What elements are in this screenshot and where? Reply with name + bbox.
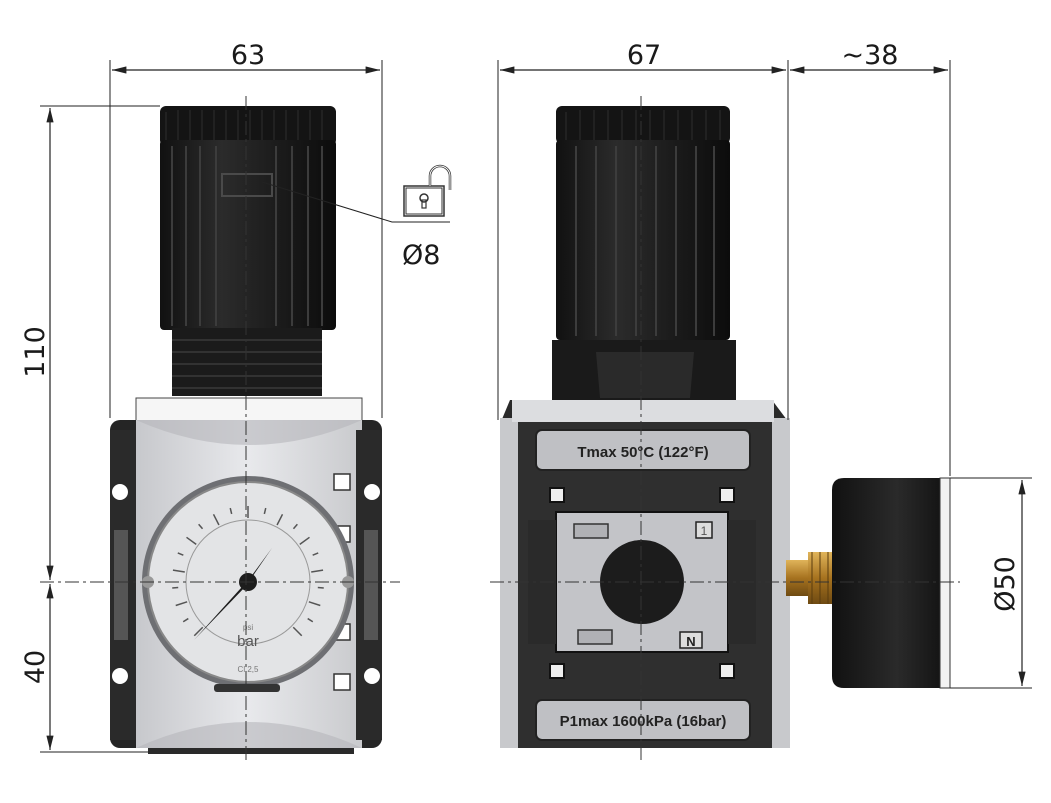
dimension-lines: 63 67 ~38 110 40 Ø50	[20, 40, 1032, 753]
gauge-tick	[229, 507, 233, 515]
gauge-tick	[193, 626, 204, 637]
gauge-tick	[186, 536, 197, 545]
gauge-tick	[182, 617, 189, 623]
gauge-tick	[308, 601, 321, 607]
gauge-tick	[212, 513, 220, 526]
gauge-unit: bar	[237, 633, 259, 650]
dim-height-40: 40	[20, 650, 51, 684]
port-1-label: 1	[701, 524, 708, 538]
padlock-open-icon	[403, 164, 452, 217]
gauge-tick	[292, 523, 298, 530]
gauge-tick	[307, 617, 314, 623]
gauge-ticks	[172, 506, 324, 637]
gauge-tick	[311, 569, 324, 573]
side-view: Tmax 50°C (122°F) P1max 1600kPa (16bar) …	[490, 96, 960, 760]
pmax-label: P1max 1600kPa (16bar)	[560, 713, 727, 730]
gauge-tick	[292, 626, 303, 637]
gauge-tick	[175, 601, 188, 607]
dim-gauge-depth: ~38	[842, 40, 899, 71]
dim-height-110: 110	[20, 326, 51, 378]
lock-diameter-label: Ø8	[402, 240, 440, 271]
gauge-tick	[263, 507, 267, 515]
gauge-tick	[312, 552, 319, 556]
gauge-tick	[198, 523, 204, 530]
front-view: bar psi Cl 2,5	[110, 96, 382, 760]
gauge-tick	[177, 552, 184, 556]
dim-gauge-diameter: Ø50	[990, 556, 1021, 612]
lock-leader-line	[261, 181, 450, 223]
gauge-class: Cl 2,5	[238, 665, 259, 674]
dim-width-63: 63	[231, 40, 265, 71]
adjusting-knob	[160, 106, 336, 396]
dim-width-67: 67	[627, 40, 661, 71]
port-n-label: N	[686, 634, 695, 649]
tmax-label: Tmax 50°C (122°F)	[577, 444, 708, 461]
gauge-psi: psi	[243, 623, 253, 632]
gauge-tick	[276, 513, 284, 526]
gauge-tick	[299, 536, 310, 545]
gauge-tick	[172, 569, 185, 573]
side-gauge-body	[832, 478, 940, 688]
